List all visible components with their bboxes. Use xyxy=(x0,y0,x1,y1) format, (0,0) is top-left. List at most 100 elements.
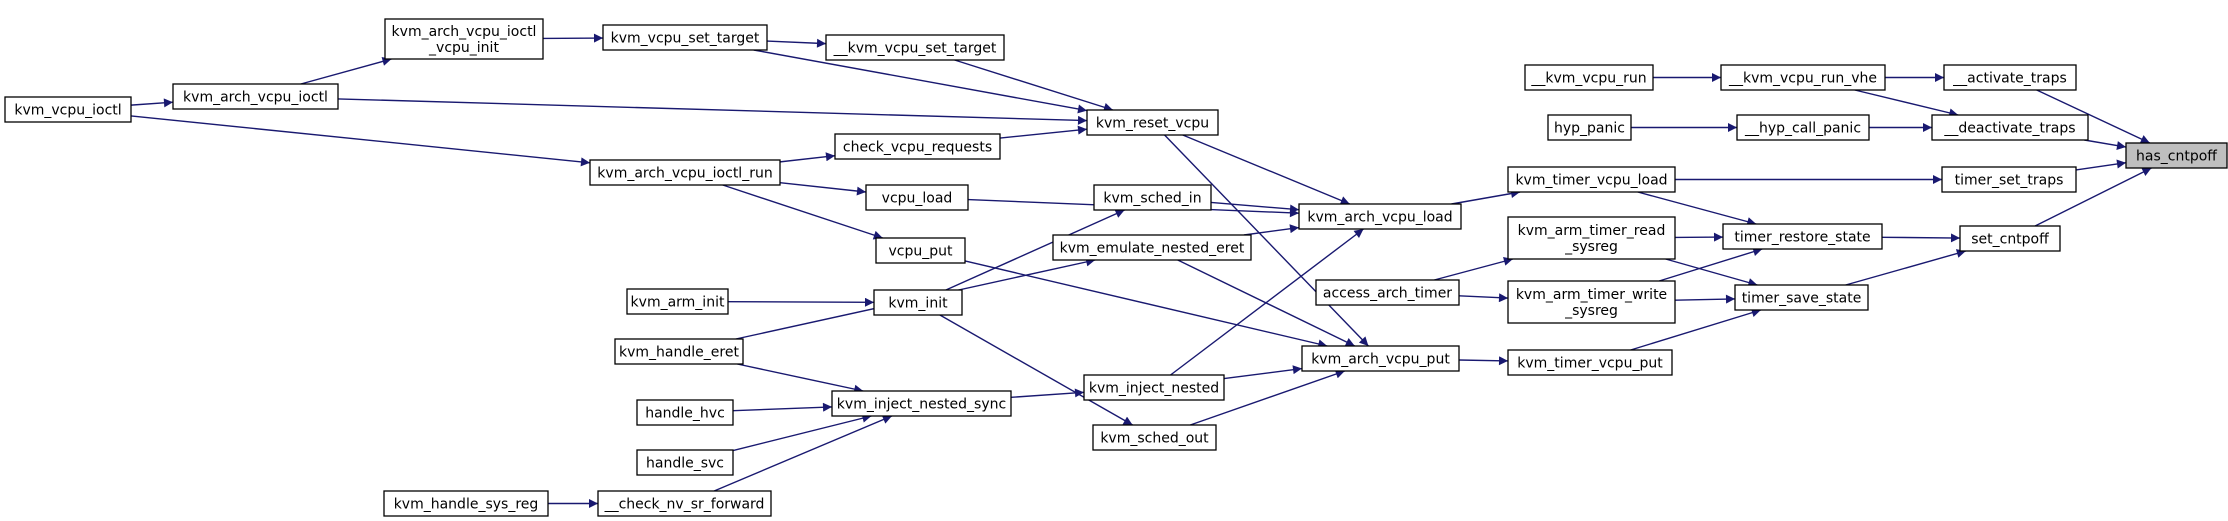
node-kvm-arch-vcpu-ioctl-vcpu-init[interactable]: kvm_arch_vcpu_ioctl_vcpu_init xyxy=(384,18,544,60)
node-box xyxy=(1734,284,1869,311)
node-timer-restore-state[interactable]: timer_restore_state xyxy=(1722,223,1883,250)
node-box xyxy=(1092,424,1217,451)
node-kvm-sched-out[interactable]: kvm_sched_out xyxy=(1092,424,1217,451)
edge-vcpu_put-to-kvm_arch_vcpu_put xyxy=(964,260,1328,349)
node-box xyxy=(1086,109,1219,136)
node-label: _sysreg xyxy=(1564,239,1618,255)
node-kvm-inject-nested-sync[interactable]: kvm_inject_nested_sync xyxy=(831,390,1012,417)
edge-kvm_vcpu_set_target-to-__kvm_vcpu_set_target xyxy=(766,38,827,48)
node-label: kvm_arch_vcpu_load xyxy=(1307,210,1452,226)
node-label: handle_svc xyxy=(646,456,724,472)
node-kvm-arm-timer-write-sysreg[interactable]: kvm_arm_timer_write_sysreg xyxy=(1507,280,1676,324)
edge-kvm_arch_vcpu_ioctl-to-kvm_reset_vcpu xyxy=(337,98,1088,125)
node-label: __activate_traps xyxy=(1952,71,2067,87)
node-check-vcpu-requests[interactable]: check_vcpu_requests xyxy=(834,133,1001,160)
edge-kvm_arch_vcpu_ioctl_run-to-check_vcpu_requests xyxy=(779,152,836,163)
edge-kvm_vcpu_ioctl-to-kvm_arch_vcpu_ioctl_run xyxy=(130,115,591,167)
edge-timer_save_state-to-set_cntpoff xyxy=(1845,249,1967,286)
node-box xyxy=(1083,374,1225,401)
node---hyp-call-panic[interactable]: __hyp_call_panic xyxy=(1736,114,1870,141)
node-kvm-arch-vcpu-load[interactable]: kvm_arch_vcpu_load xyxy=(1298,203,1462,230)
node-label: kvm_sched_in xyxy=(1103,191,1201,207)
node-box xyxy=(1298,203,1462,230)
node-label: vcpu_put xyxy=(889,244,954,260)
node-kvm-arm-init[interactable]: kvm_arm_init xyxy=(626,288,729,315)
edge-kvm_timer_vcpu_put-to-timer_save_state xyxy=(1630,308,1762,351)
node-timer-set-traps[interactable]: timer_set_traps xyxy=(1941,166,2077,193)
node-kvm-vcpu-set-target[interactable]: kvm_vcpu_set_target xyxy=(602,24,768,51)
node-label: kvm_arm_timer_read xyxy=(1518,223,1666,239)
node-label: kvm_emulate_nested_eret xyxy=(1060,241,1245,257)
node-label: __check_nv_sr_forward xyxy=(604,497,765,513)
node-kvm-handle-eret[interactable]: kvm_handle_eret xyxy=(614,338,744,365)
node-kvm-init[interactable]: kvm_init xyxy=(873,289,963,316)
node-handle-svc[interactable]: handle_svc xyxy=(636,449,734,476)
node-box xyxy=(1722,223,1883,250)
node-vcpu-put[interactable]: vcpu_put xyxy=(875,237,966,264)
node-kvm-timer-vcpu-load[interactable]: kvm_timer_vcpu_load xyxy=(1507,166,1676,193)
node-box xyxy=(1720,64,1886,91)
edge-timer_set_traps-to-has_cntpoff xyxy=(2075,159,2127,171)
node-kvm-arch-vcpu-put[interactable]: kvm_arch_vcpu_put xyxy=(1301,345,1460,372)
node---activate-traps[interactable]: __activate_traps xyxy=(1943,64,2077,91)
node-kvm-sched-in[interactable]: kvm_sched_in xyxy=(1093,184,1212,211)
node-timer-save-state[interactable]: timer_save_state xyxy=(1734,284,1869,311)
edge-kvm_arm_init-to-kvm_init xyxy=(727,297,875,307)
node-kvm-emulate-nested-eret[interactable]: kvm_emulate_nested_eret xyxy=(1052,234,1252,261)
node-set-cntpoff[interactable]: set_cntpoff xyxy=(1959,225,2061,252)
node-label: kvm_timer_vcpu_put xyxy=(1517,356,1663,372)
node-label: __hyp_call_panic xyxy=(1744,121,1861,137)
edge-kvm_arch_vcpu_load-to-kvm_timer_vcpu_load xyxy=(1451,189,1521,205)
edge-kvm_emulate_nested_eret-to-kvm_arch_vcpu_load xyxy=(1243,224,1300,236)
node-box xyxy=(1959,225,2061,252)
node---deactivate-traps[interactable]: __deactivate_traps xyxy=(1931,114,2089,141)
node-vcpu-load[interactable]: vcpu_load xyxy=(865,184,969,211)
node-label: kvm_vcpu_set_target xyxy=(611,31,760,47)
node-label: set_cntpoff xyxy=(1971,232,2049,248)
node-box xyxy=(384,18,544,60)
node---kvm-vcpu-run-vhe[interactable]: __kvm_vcpu_run_vhe xyxy=(1720,64,1886,91)
node-label: kvm_init xyxy=(888,296,948,312)
node-handle-hvc[interactable]: handle_hvc xyxy=(636,399,734,426)
node---kvm-vcpu-set-target[interactable]: __kvm_vcpu_set_target xyxy=(825,34,1005,61)
edge-__deactivate_traps-to-has_cntpoff xyxy=(2084,139,2127,150)
node---kvm-vcpu-run[interactable]: __kvm_vcpu_run xyxy=(1524,64,1654,91)
node-box xyxy=(865,184,969,211)
edge-kvm_inject_nested-to-kvm_arch_vcpu_put xyxy=(1223,365,1303,380)
node-has-cntpoff[interactable]: has_cntpoff xyxy=(2125,142,2228,169)
node-box xyxy=(1931,114,2089,141)
node---check-nv-sr-forward[interactable]: __check_nv_sr_forward xyxy=(597,490,772,517)
node-box xyxy=(1941,166,2077,193)
node-box xyxy=(831,390,1012,417)
node-label: kvm_arm_timer_write xyxy=(1516,287,1667,303)
node-label: kvm_sched_out xyxy=(1100,431,1209,447)
node-box xyxy=(626,288,729,315)
node-kvm-arm-timer-read-sysreg[interactable]: kvm_arm_timer_read_sysreg xyxy=(1507,216,1676,260)
node-label: kvm_handle_eret xyxy=(619,345,739,361)
node-label: kvm_arch_vcpu_put xyxy=(1311,352,1450,368)
edge-kvm_emulate_nested_eret-to-kvm_arch_vcpu_put xyxy=(1177,259,1356,347)
node-box xyxy=(172,83,339,110)
node-box xyxy=(1943,64,2077,91)
edge-access_arch_timer-to-kvm_arm_timer_write_sysreg xyxy=(1458,293,1509,303)
node-access-arch-timer[interactable]: access_arch_timer xyxy=(1315,279,1460,306)
edge-kvm_arm_timer_write_sysreg-to-timer_save_state xyxy=(1674,294,1736,304)
edge-kvm_vcpu_set_target-to-kvm_reset_vcpu xyxy=(753,49,1088,114)
node-kvm-handle-sys-reg[interactable]: kvm_handle_sys_reg xyxy=(383,490,549,517)
edge-access_arch_timer-to-kvm_arm_timer_read_sysreg xyxy=(1434,256,1514,281)
node-hyp-panic[interactable]: hyp_panic xyxy=(1547,114,1632,141)
edge-__activate_traps-to-has_cntpoff xyxy=(2036,89,2151,144)
edge-kvm_inject_nested-to-kvm_arch_vcpu_load xyxy=(1170,228,1364,376)
edge-set_cntpoff-to-has_cntpoff xyxy=(2034,167,2152,227)
node-kvm-reset-vcpu[interactable]: kvm_reset_vcpu xyxy=(1086,109,1219,136)
node-kvm-arch-vcpu-ioctl[interactable]: kvm_arch_vcpu_ioctl xyxy=(172,83,339,110)
node-kvm-vcpu-ioctl[interactable]: kvm_vcpu_ioctl xyxy=(4,96,132,123)
node-box xyxy=(1301,345,1460,372)
node-kvm-timer-vcpu-put[interactable]: kvm_timer_vcpu_put xyxy=(1507,349,1673,376)
node-kvm-arch-vcpu-ioctl-run[interactable]: kvm_arch_vcpu_ioctl_run xyxy=(589,159,781,186)
edge-kvm_arch_vcpu_ioctl_run-to-vcpu_load xyxy=(779,182,867,196)
node-box xyxy=(825,34,1005,61)
node-label: kvm_reset_vcpu xyxy=(1096,116,1209,132)
node-box xyxy=(873,289,963,316)
node-kvm-inject-nested[interactable]: kvm_inject_nested xyxy=(1083,374,1225,401)
